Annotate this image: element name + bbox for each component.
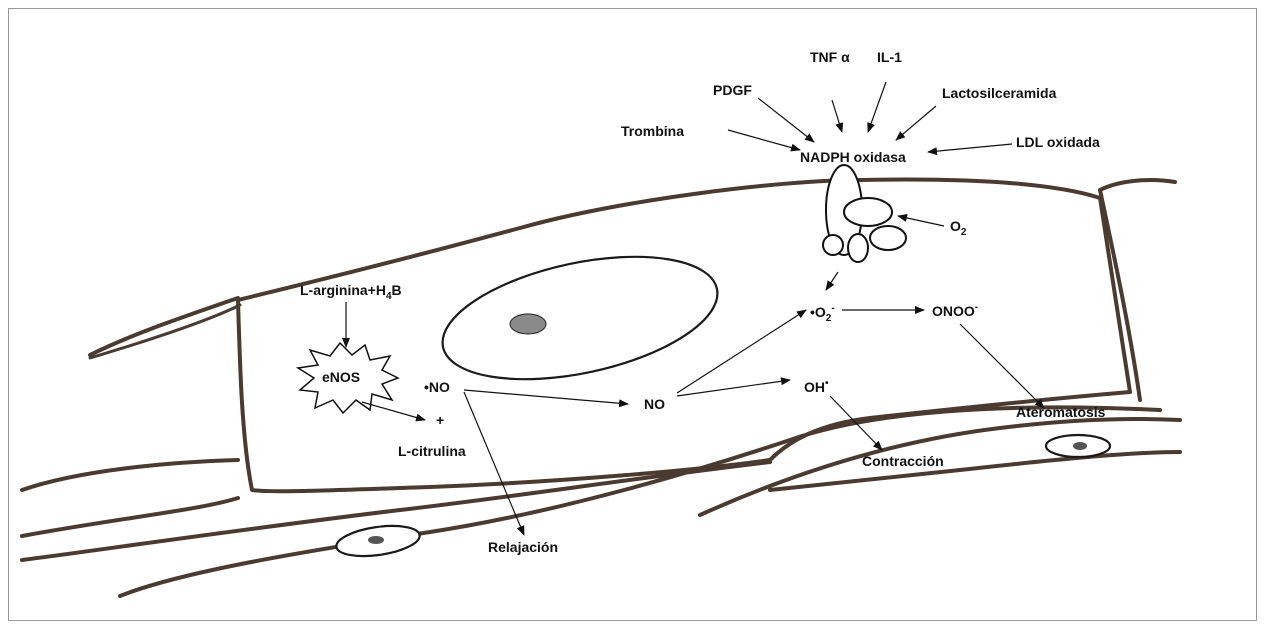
- label-ateromatosis: Ateromatosis: [1016, 404, 1106, 420]
- right-nucleolus: [1073, 442, 1087, 450]
- label-superoxide: •O2-: [810, 303, 835, 324]
- lower-smooth-muscle-cell: [22, 407, 1160, 596]
- label-no-radical: •NO: [424, 379, 450, 395]
- label-enos: eNOS: [322, 369, 360, 385]
- label-ldl-oxidada: LDL oxidada: [1016, 134, 1100, 150]
- lower-nucleolus: [368, 536, 384, 544]
- label-no: NO: [644, 396, 665, 412]
- label-pdgf: PDGF: [713, 82, 752, 98]
- cell-outlines: [22, 180, 1180, 596]
- label-lactosilceramida: Lactosilceramida: [942, 85, 1057, 101]
- label-nadph-oxidasa: NADPH oxidasa: [800, 149, 906, 165]
- main-nucleolus: [510, 314, 546, 334]
- label-o2: O2: [950, 218, 967, 238]
- label-l-citrulina: L-citrulina: [398, 443, 466, 459]
- right-side-cell: [1100, 180, 1175, 400]
- label-il1: IL-1: [877, 49, 902, 65]
- label-tnf: TNF α: [810, 49, 850, 65]
- cell-top-left-boundary: [90, 298, 238, 355]
- label-trombina: Trombina: [621, 123, 684, 139]
- left-cell-line: [90, 305, 240, 358]
- label-l-arginina: L-arginina+H4B: [300, 282, 402, 302]
- label-relajacion: Relajación: [488, 539, 558, 555]
- label-plus: +: [436, 412, 444, 428]
- label-hydroxyl: OH•: [804, 378, 829, 395]
- main-nucleus: [432, 235, 729, 401]
- label-peroxynitrite: ONOO-: [932, 302, 978, 319]
- label-contraccion: Contracción: [862, 453, 944, 469]
